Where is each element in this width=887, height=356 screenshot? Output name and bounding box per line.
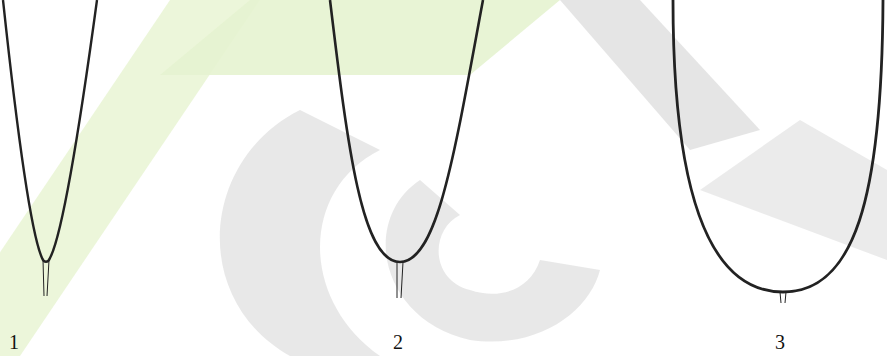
watermark-g-grey [386,180,600,342]
drop-outline [673,0,883,292]
drop-1 [3,0,97,296]
drop-outline [330,0,483,262]
capillary-stem [780,292,781,303]
capillary-stem [785,292,786,303]
watermark-band-grey [560,0,760,150]
callout-number: 3 [775,332,785,352]
watermark-band-green [160,0,560,75]
capillary-stem [47,260,49,296]
capillary-stem [401,262,403,298]
capillary-stem [43,260,44,296]
watermark-band-grey [700,120,887,260]
drop-outline [3,0,97,262]
capillary-stem [397,262,398,298]
drop-2 [330,0,483,298]
callout-number: 1 [9,332,19,352]
drop-3 [673,0,883,303]
watermark-arc-grey [220,110,380,356]
callout-number: 2 [393,332,403,352]
